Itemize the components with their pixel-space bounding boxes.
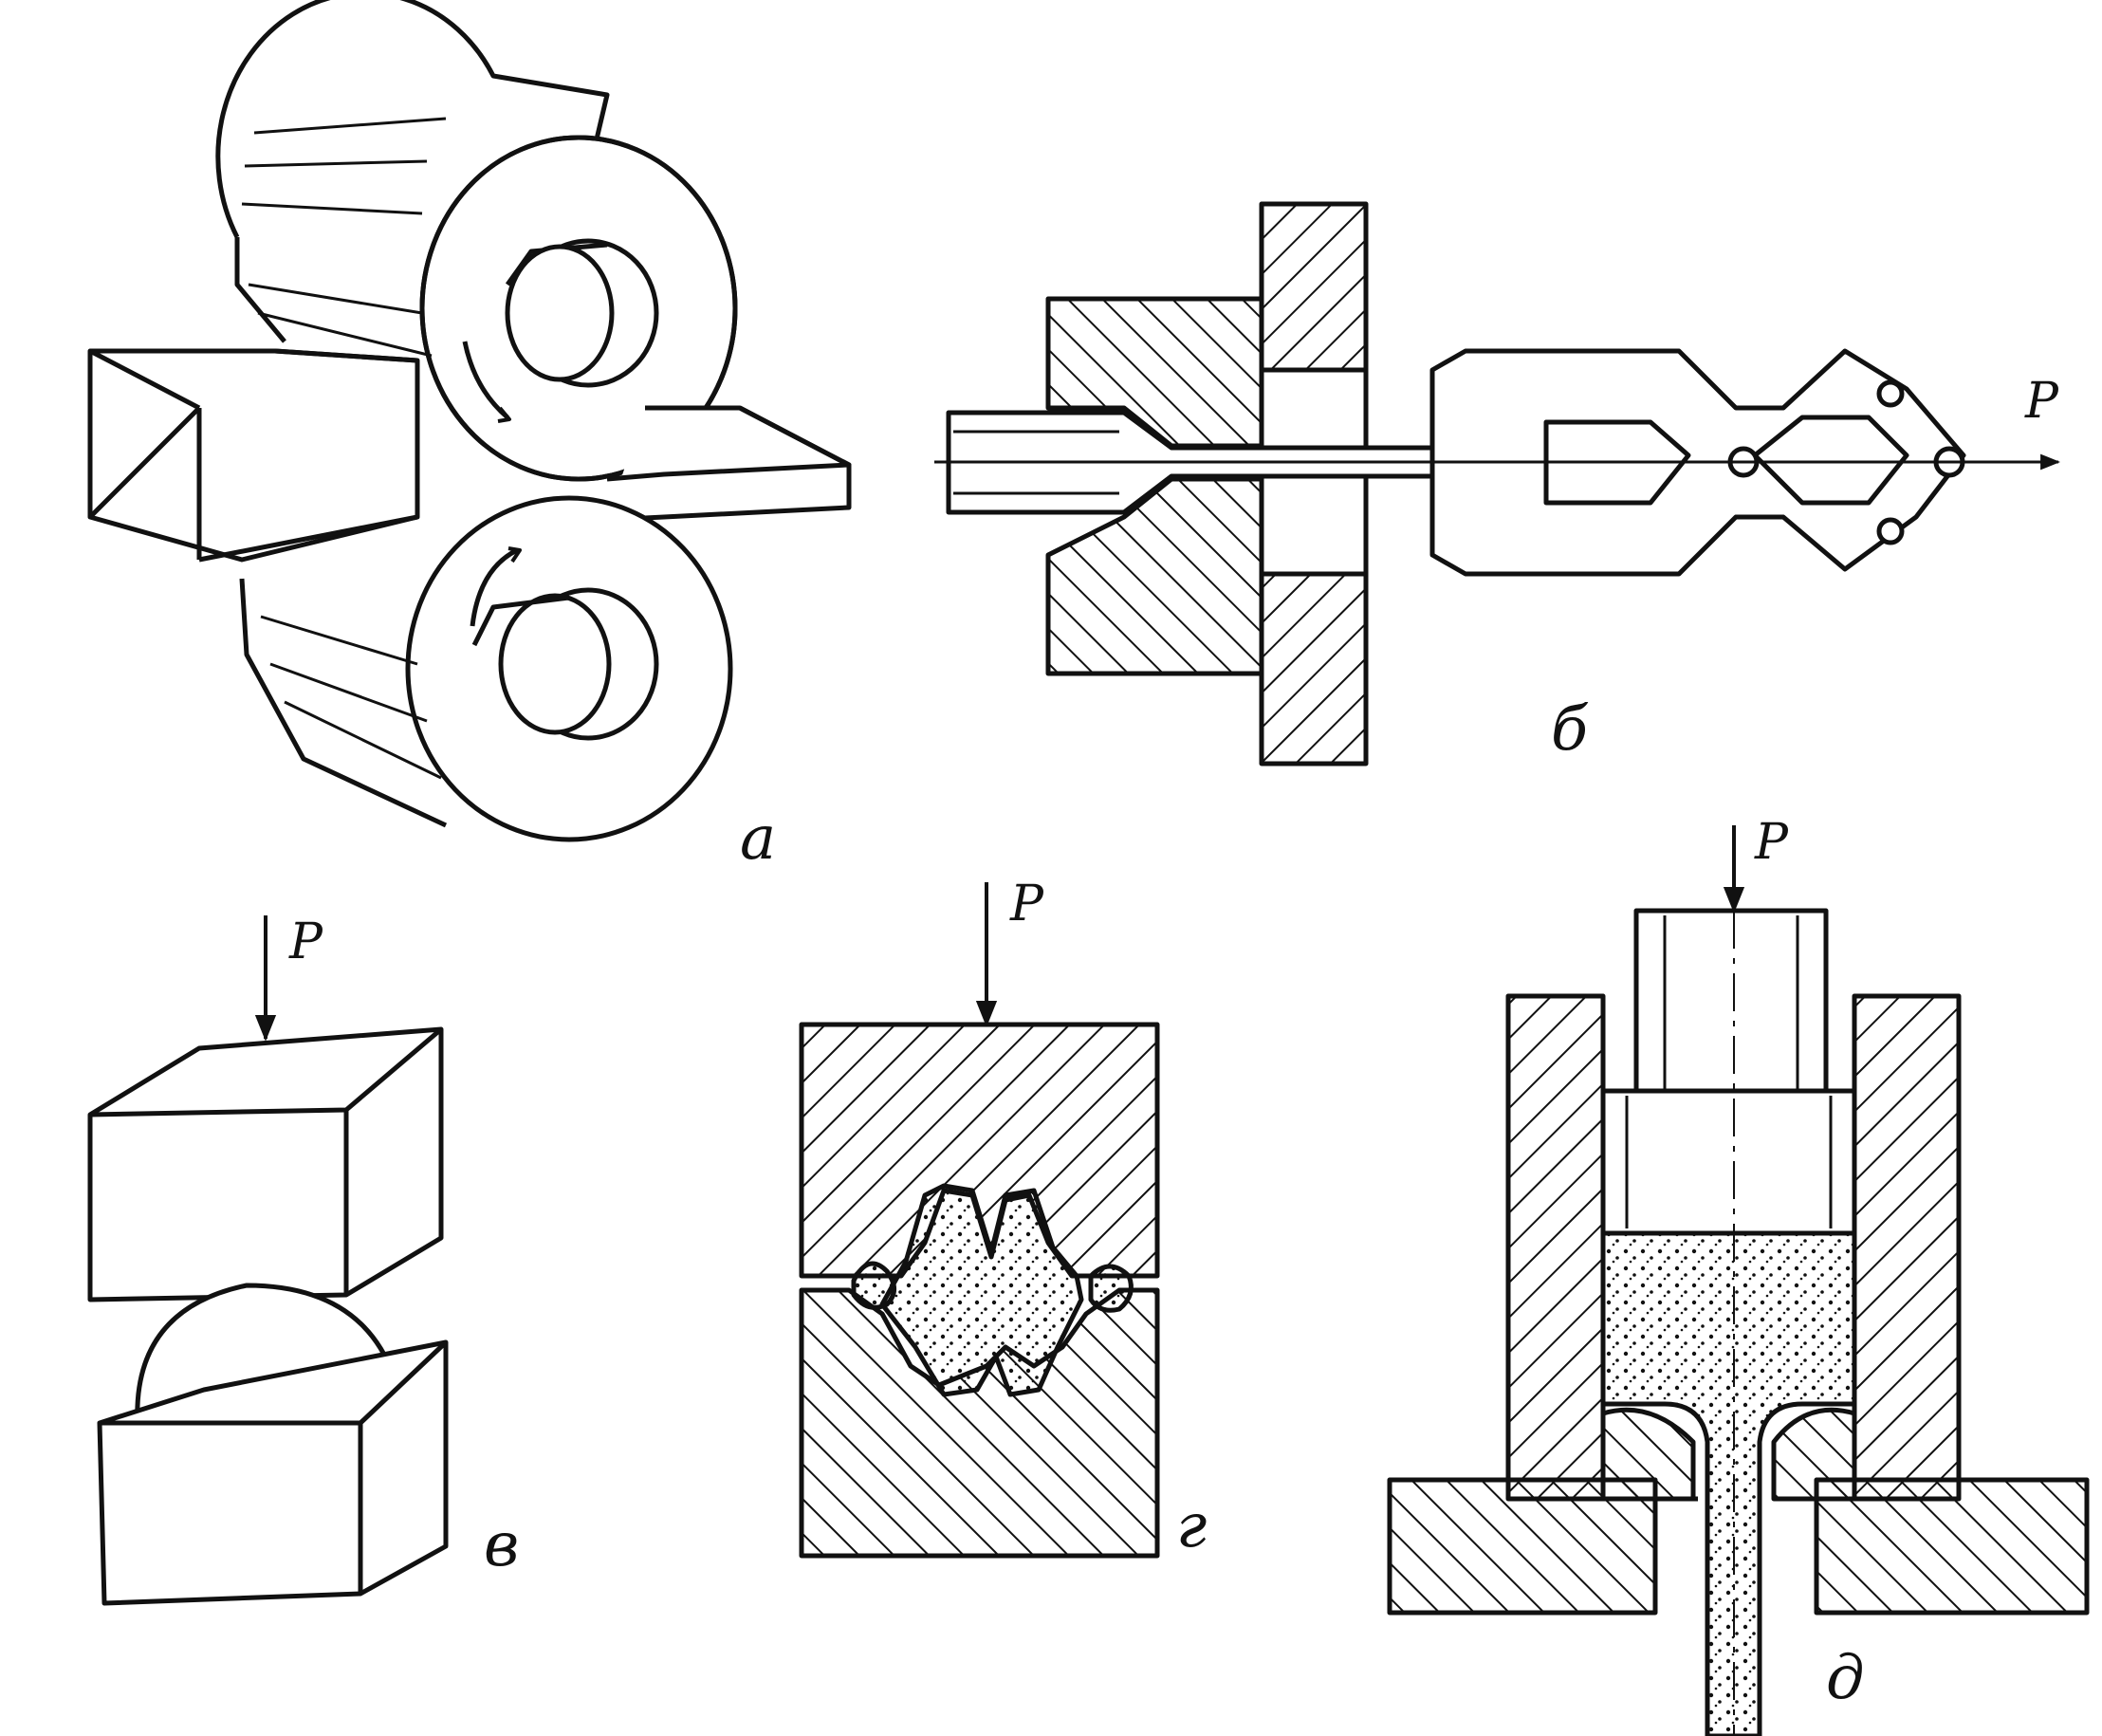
panel-c-open-forging: P в (87, 914, 519, 1606)
panel-d-force-label: P (1009, 876, 1044, 933)
upper-anvil (87, 1026, 444, 1302)
panel-b-drawing: P б (934, 201, 2061, 766)
rolled-strip (87, 348, 852, 563)
forged-part (851, 1183, 1134, 1397)
base-plate (1387, 1477, 2090, 1616)
upper-roll (215, 0, 738, 482)
lower-roll (239, 495, 733, 842)
panel-c-label: в (484, 1510, 519, 1580)
panel-c-force-label: P (288, 914, 323, 970)
punch (1600, 908, 1857, 1236)
panel-b-force-label: P (2024, 373, 2059, 430)
panel-a-rolling: а (87, 0, 852, 874)
panel-d-label: г (1176, 1491, 1207, 1561)
panel-b-label: б (1551, 694, 1589, 765)
die-ring (1600, 1407, 1857, 1502)
drawing-die (1045, 296, 1264, 676)
lower-anvil (97, 1339, 449, 1606)
container-left-wall (1505, 993, 1606, 1502)
panel-a-label: а (740, 803, 776, 874)
panel-d-closed-forging: P г (799, 876, 1207, 1561)
die-holder-plate (1259, 201, 1369, 766)
billet (1600, 1230, 1857, 1736)
panel-e-extrusion: P д (1387, 814, 2090, 1736)
panel-e-label: д (1826, 1643, 1865, 1713)
container-right-wall (1852, 993, 1962, 1502)
panel-e-force-label: P (1754, 814, 1789, 871)
